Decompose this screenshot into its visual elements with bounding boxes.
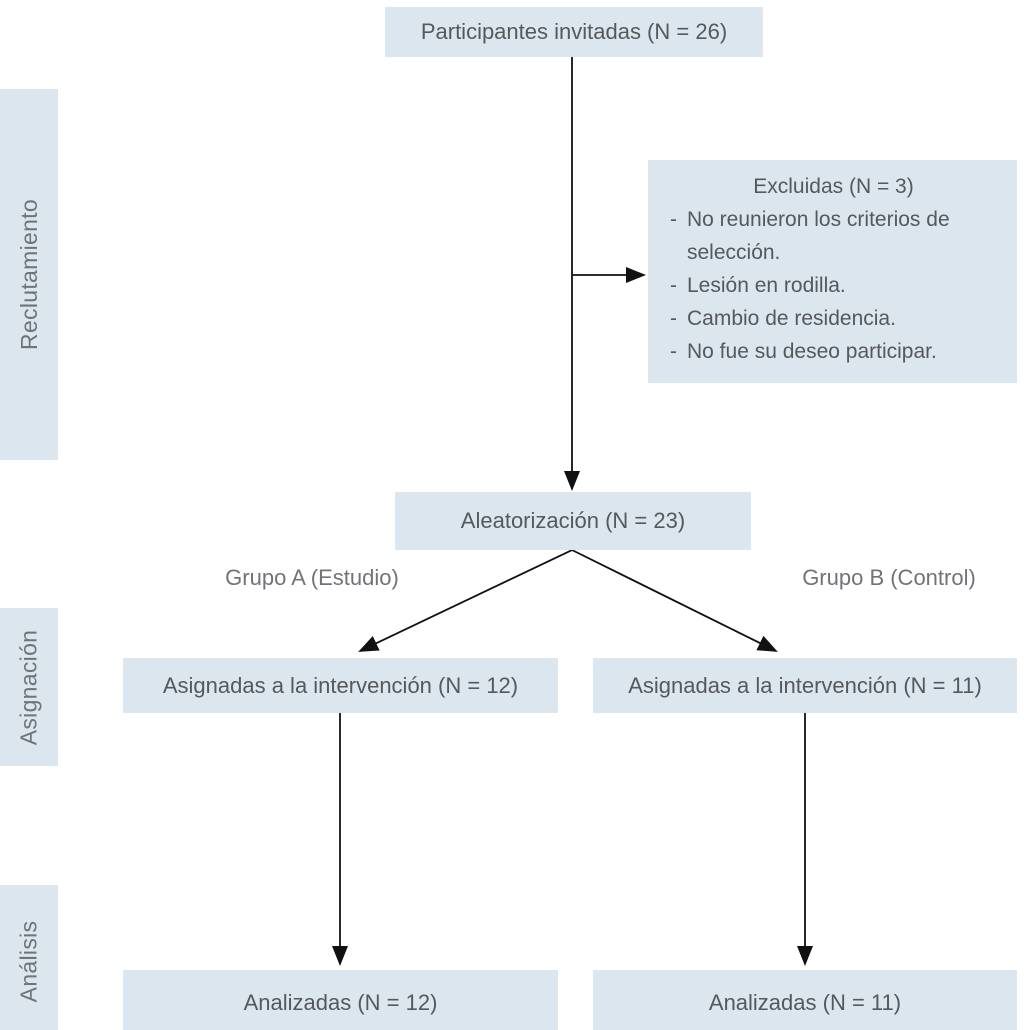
box-participants-invited-label: Participantes invitadas (N = 26) xyxy=(420,19,728,44)
stage-band-analysis: Análisis xyxy=(0,885,58,1030)
group-a-label: Grupo A (Estudio) xyxy=(225,565,399,590)
box-randomization-label: Aleatorización (N = 23) xyxy=(460,508,686,533)
excluded-title: Excluidas (N = 3) xyxy=(753,175,914,198)
stage-band-allocation: Asignación xyxy=(0,608,58,766)
stage-label-allocation: Asignación xyxy=(15,629,42,745)
box-analyzed-a: Analizadas (N = 12) xyxy=(123,970,558,1030)
box-assigned-intervention-a: Asignadas a la intervención (N = 12) xyxy=(123,658,558,713)
stage-band-recruitment: Reclutamiento xyxy=(0,89,58,460)
bullet-dash: - xyxy=(670,340,677,363)
excluded-reason-text: No reunieron los criterios de selección. xyxy=(687,208,950,264)
excluded-reason-item: - Cambio de residencia. xyxy=(658,302,1009,335)
excluded-reason-item: - No fue su deseo participar. xyxy=(658,335,1009,368)
stage-label-analysis: Análisis xyxy=(15,920,42,1002)
excluded-reason-text: Cambio de residencia. xyxy=(687,307,896,330)
box-excluded: Excluidas (N = 3) - No reunieron los cri… xyxy=(648,160,1017,383)
box-participants-invited: Participantes invitadas (N = 26) xyxy=(385,7,763,57)
excluded-reason-item: - Lesión en rodilla. xyxy=(658,269,1009,302)
bullet-dash: - xyxy=(670,274,677,297)
group-b-label: Grupo B (Control) xyxy=(802,565,976,590)
box-analyzed-a-label: Analizadas (N = 12) xyxy=(243,990,438,1015)
box-assigned-intervention-b: Asignadas a la intervención (N = 11) xyxy=(593,658,1017,713)
excluded-reason-text: No fue su deseo participar. xyxy=(687,340,937,363)
excluded-reason-text: Lesión en rodilla. xyxy=(687,274,846,297)
box-analyzed-b: Analizadas (N = 11) xyxy=(593,970,1017,1030)
box-randomization: Aleatorización (N = 23) xyxy=(395,492,751,550)
box-analyzed-b-label: Analizadas (N = 11) xyxy=(708,990,902,1015)
box-assigned-intervention-a-label: Asignadas a la intervención (N = 12) xyxy=(162,672,519,698)
stage-label-recruitment: Reclutamiento xyxy=(15,199,42,350)
bullet-dash: - xyxy=(670,208,677,231)
arrow-randomization-to-group-b xyxy=(571,549,778,652)
box-assigned-intervention-b-label: Asignadas a la intervención (N = 11) xyxy=(628,672,982,698)
excluded-reason-item: - No reunieron los criterios de selecció… xyxy=(658,203,1009,269)
bullet-dash: - xyxy=(670,307,677,330)
